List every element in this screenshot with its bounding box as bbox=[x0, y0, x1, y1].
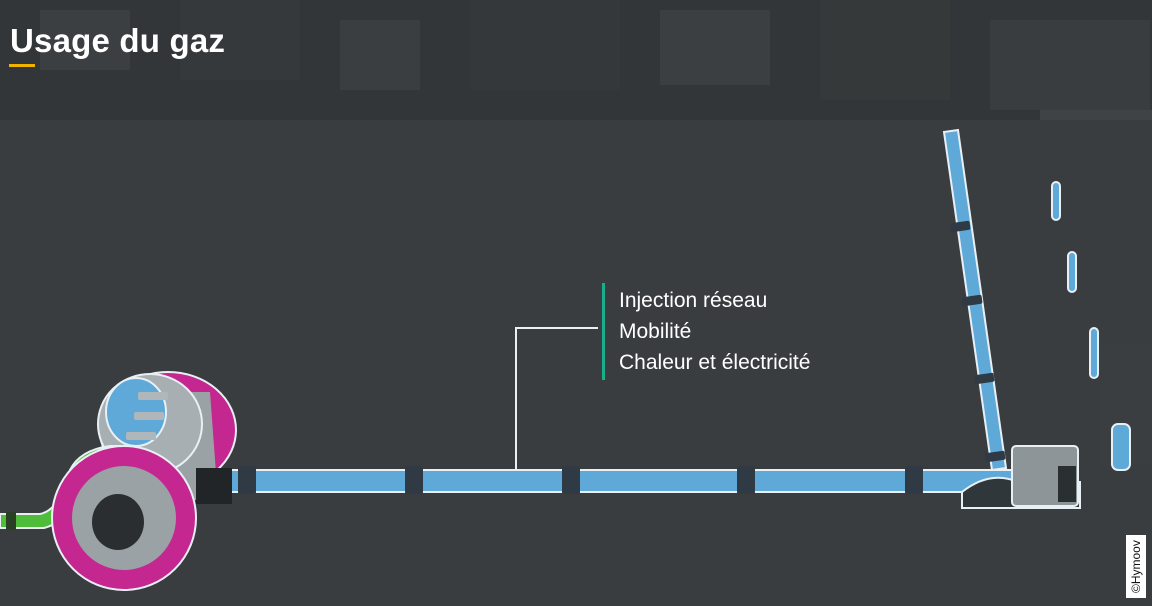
copyright-credit: ©Hymoov bbox=[1126, 535, 1146, 598]
distribution-station bbox=[961, 445, 1081, 509]
page-title: Usage du gaz bbox=[10, 22, 226, 59]
digester-tank bbox=[0, 371, 237, 591]
usage-item-injection: Injection réseau bbox=[619, 289, 768, 312]
usage-list: Injection réseau Mobilité Chaleur et éle… bbox=[602, 283, 810, 380]
building-branches bbox=[1051, 181, 1131, 471]
usage-item-mobility: Mobilité bbox=[619, 320, 692, 343]
callout-leader-line bbox=[515, 327, 598, 478]
title-underline bbox=[9, 64, 35, 67]
usage-item-heat-electricity: Chaleur et électricité bbox=[619, 351, 811, 374]
horizontal-pipe bbox=[217, 466, 1019, 494]
rising-pipe bbox=[942, 128, 1008, 472]
